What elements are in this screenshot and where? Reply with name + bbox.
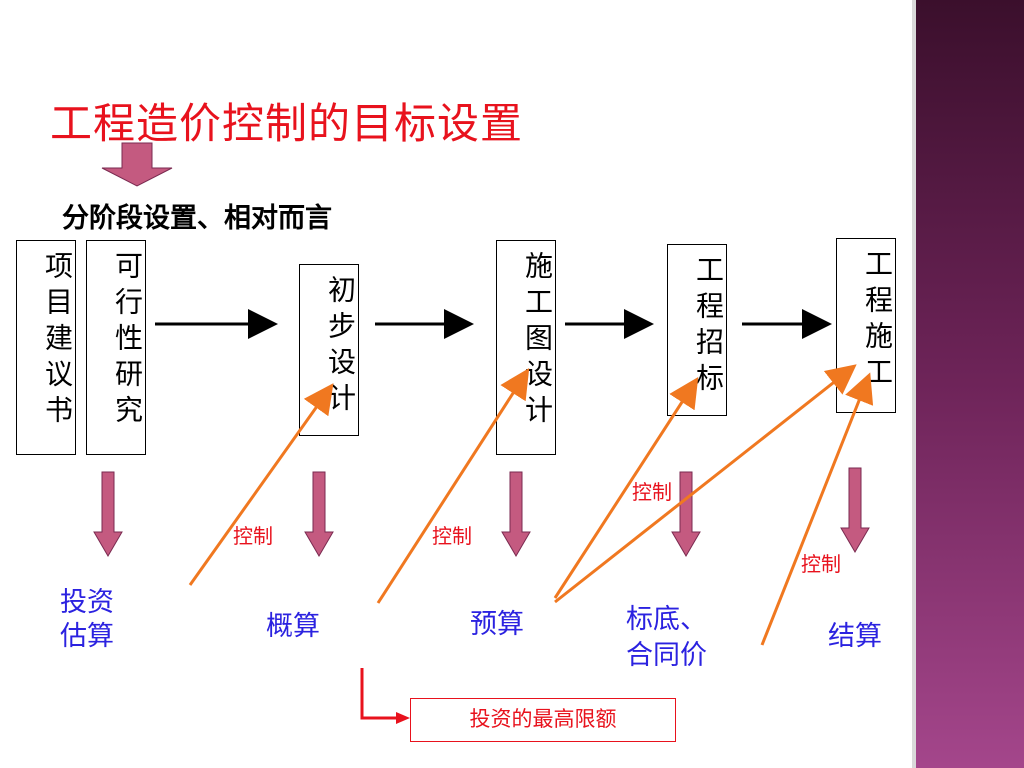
stage-down-arrow-5: [840, 467, 870, 553]
stage-project-proposal: 项目建议书: [16, 240, 76, 455]
investment-limit-box: 投资的最高限额: [410, 698, 676, 742]
output-investment-estimate: 投资 估算: [60, 587, 114, 652]
control-arrow-budget-bid: [553, 376, 699, 599]
decorative-side-bar: [912, 0, 1024, 768]
output-budget: 预算: [470, 609, 524, 640]
title-down-arrow: [101, 142, 173, 187]
stage-label: 可行性研究: [111, 251, 144, 431]
control-arrow-budget-construction: [554, 364, 857, 604]
stage-label: 项目建议书: [41, 251, 74, 431]
limit-bracket-arrowhead: [396, 712, 410, 724]
stage-label: 工程招标: [692, 255, 725, 399]
stage-feasibility-study: 可行性研究: [86, 240, 146, 455]
stage-label: 工程施工: [861, 249, 894, 393]
limit-bracket-arrow: [360, 668, 398, 720]
output-settlement: 结算: [828, 621, 882, 652]
control-arrow-settlement: [760, 372, 874, 646]
control-label-3: 控制: [632, 480, 672, 504]
stage-down-arrow-3: [501, 471, 531, 557]
output-bid-contract-price: 标底、 合同价: [626, 604, 707, 671]
stage-down-arrow-1: [93, 471, 123, 557]
slide-title: 工程造价控制的目标设置: [50, 99, 524, 148]
control-label-2: 控制: [432, 524, 472, 548]
stage-down-arrow-4: [671, 471, 701, 557]
control-label-4: 控制: [801, 552, 841, 576]
side-bar-stripe: [912, 0, 916, 768]
output-budget-estimate: 概算: [266, 611, 320, 642]
stage-down-arrow-2: [304, 471, 334, 557]
slide-subtitle: 分阶段设置、相对而言: [62, 203, 332, 234]
control-arrow-estimate: [188, 383, 334, 586]
control-arrow-budget-estimate: [376, 367, 530, 604]
control-label-1: 控制: [233, 524, 273, 548]
